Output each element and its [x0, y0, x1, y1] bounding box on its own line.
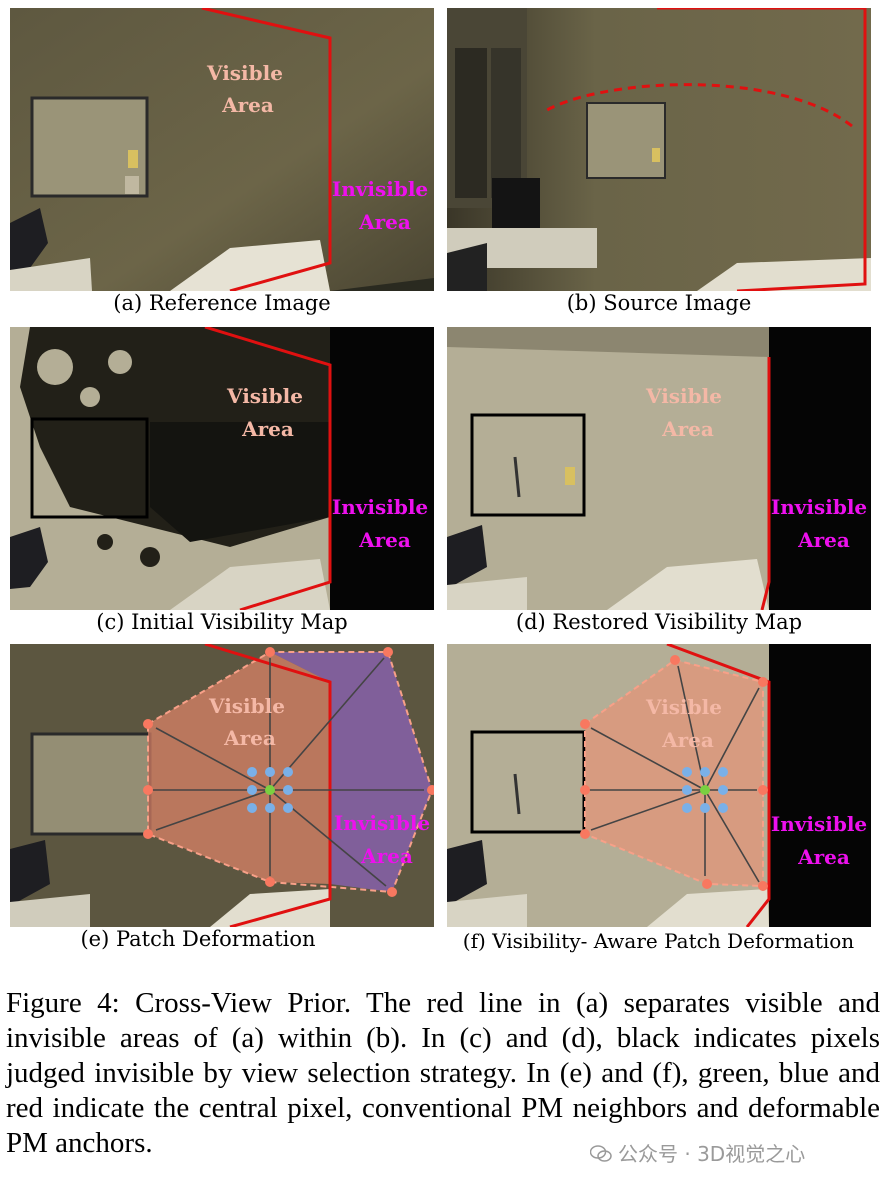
watermark: 公众号 · 3D视觉之心 — [590, 1138, 805, 1167]
panel-source-image — [447, 8, 871, 291]
visible-label-line1: Visible — [645, 384, 722, 408]
visible-label-line1: Visible — [645, 695, 722, 719]
invisible-label-line2: Area — [360, 844, 413, 868]
visible-label-line2: Area — [661, 728, 714, 752]
invisible-label-line1: Invisible — [332, 495, 428, 519]
invisible-label-line2: Area — [797, 528, 850, 552]
panel-visibility-aware-patch-deformation: Visible Area Invisible Area — [447, 644, 871, 927]
figure-caption: Figure 4: Cross-View Prior. The red line… — [6, 986, 880, 1161]
subcaption-c: (c) Initial Visibility Map — [10, 610, 434, 634]
panel-reference-image: Visible Area Invisible Area — [10, 8, 434, 291]
invisible-label-line1: Invisible — [771, 812, 867, 836]
invisible-label-line1: Invisible — [771, 495, 867, 519]
visible-label-line1: Visible — [206, 61, 283, 85]
invisible-label-line2: Area — [358, 528, 411, 552]
visible-label-line2: Area — [223, 726, 276, 750]
invisible-label-line2: Area — [797, 845, 850, 869]
visible-label-line2: Area — [221, 93, 274, 117]
panel-restored-visibility-map: Visible Area Invisible Area — [447, 327, 871, 610]
visible-label-line2: Area — [241, 417, 294, 441]
subcaption-d: (d) Restored Visibility Map — [447, 610, 871, 634]
subcaption-b: (b) Source Image — [447, 291, 871, 315]
subcaption-f: (f) Visibility- Aware Patch Deformation — [440, 929, 877, 953]
watermark-text: 公众号 · 3D视觉之心 — [618, 1142, 805, 1166]
visible-label-line1: Visible — [226, 384, 303, 408]
panel-patch-deformation: Visible Area Invisible Area — [10, 644, 434, 927]
visible-label-line2: Area — [661, 417, 714, 441]
visible-label-line1: Visible — [208, 694, 285, 718]
invisible-label-line1: Invisible — [332, 177, 428, 201]
wechat-icon — [590, 1144, 612, 1162]
invisible-label-line1: Invisible — [334, 811, 430, 835]
subcaption-a: (a) Reference Image — [10, 291, 434, 315]
subcaption-e: (e) Patch Deformation — [0, 927, 396, 951]
invisible-label-line2: Area — [358, 210, 411, 234]
panel-initial-visibility-map: Visible Area Invisible Area — [10, 327, 434, 610]
